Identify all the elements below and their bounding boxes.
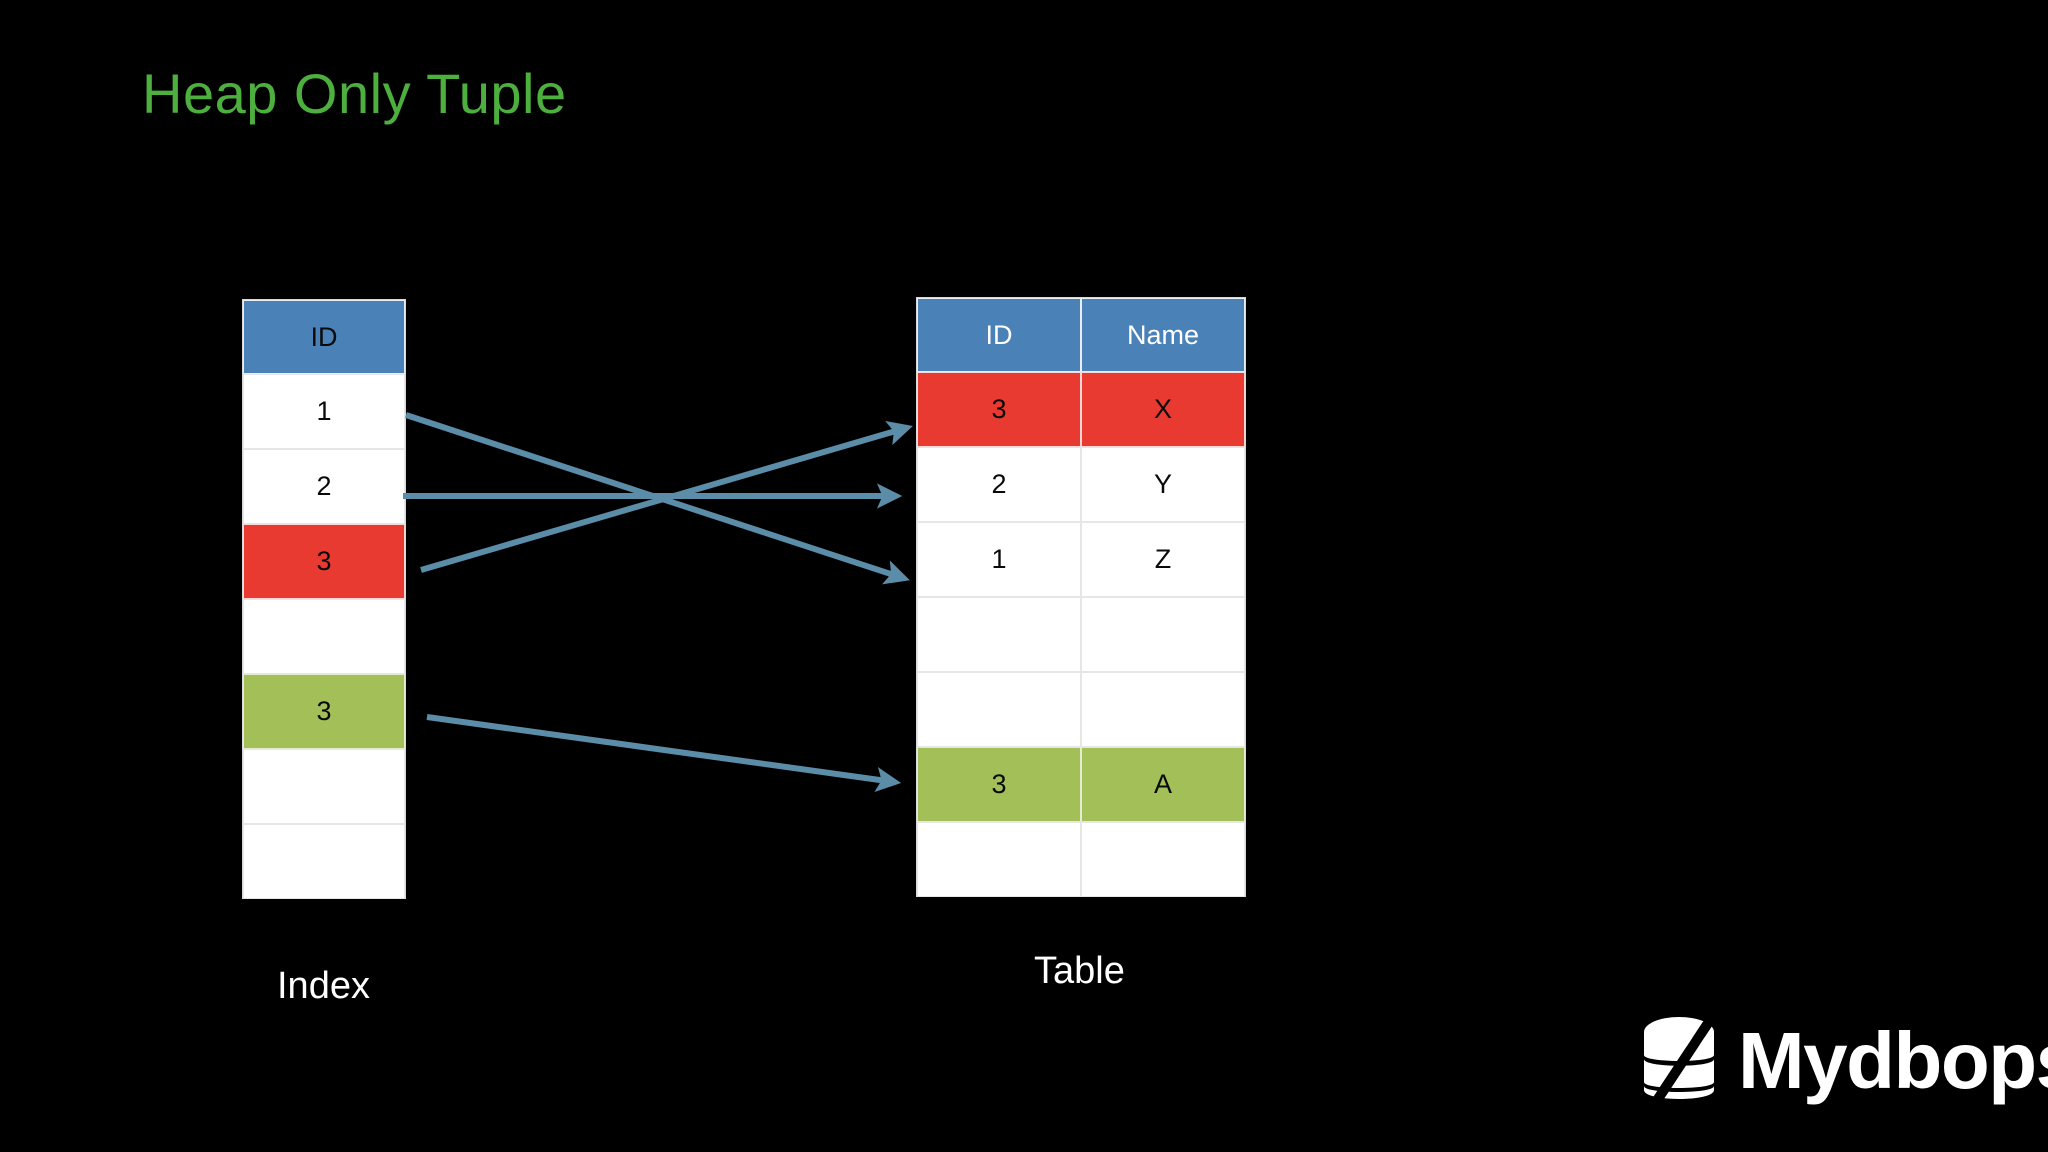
index-row[interactable]: 2 <box>243 449 405 524</box>
pointer-arrow-group <box>403 412 913 792</box>
heap-cell-name[interactable]: Y <box>1081 447 1245 522</box>
heap-cell-id[interactable] <box>917 672 1081 747</box>
heap-row[interactable]: 3 X <box>917 372 1245 447</box>
index-header-id: ID <box>243 300 405 374</box>
index-cell-id[interactable] <box>243 824 405 899</box>
index-row[interactable] <box>243 599 405 674</box>
brand-name: Mydbops <box>1738 1016 2048 1105</box>
heap-cell-id[interactable] <box>917 822 1081 897</box>
heap-row[interactable] <box>917 672 1245 747</box>
index-cell-id[interactable]: 1 <box>243 374 405 449</box>
index-header-row: ID <box>243 300 405 374</box>
heap-row[interactable] <box>917 822 1245 897</box>
heap-row[interactable]: 1 Z <box>917 522 1245 597</box>
heap-header-id: ID <box>917 298 1081 372</box>
heap-cell-name[interactable] <box>1081 597 1245 672</box>
heap-header-name: Name <box>1081 298 1245 372</box>
heap-table: ID Name 3 X 2 Y 1 Z 3 A <box>916 297 1246 897</box>
index-row[interactable]: 3 <box>243 674 405 749</box>
index-row[interactable]: 3 <box>243 524 405 599</box>
index-row[interactable] <box>243 824 405 899</box>
heap-header-row: ID Name <box>917 298 1245 372</box>
database-barrel-icon <box>1644 1017 1714 1099</box>
heap-cell-name[interactable] <box>1081 822 1245 897</box>
heap-cell-id-new[interactable]: 3 <box>917 747 1081 822</box>
heap-row[interactable] <box>917 597 1245 672</box>
index-cell-id-dead[interactable]: 3 <box>243 524 405 599</box>
index-row[interactable]: 1 <box>243 374 405 449</box>
heap-cell-name[interactable]: Z <box>1081 522 1245 597</box>
table-caption: Table <box>1034 950 1125 992</box>
index-cell-id[interactable]: 2 <box>243 449 405 524</box>
heap-cell-id[interactable]: 1 <box>917 522 1081 597</box>
heap-row[interactable]: 3 A <box>917 747 1245 822</box>
heap-cell-id[interactable]: 2 <box>917 447 1081 522</box>
heap-cell-name[interactable] <box>1081 672 1245 747</box>
heap-cell-name-new[interactable]: A <box>1081 747 1245 822</box>
index-row[interactable] <box>243 749 405 824</box>
page-title: Heap Only Tuple <box>142 62 567 125</box>
heap-cell-name-dead[interactable]: X <box>1081 372 1245 447</box>
heap-cell-id[interactable] <box>917 597 1081 672</box>
heap-cell-id-dead[interactable]: 3 <box>917 372 1081 447</box>
index-table: ID 1 2 3 3 <box>242 299 406 899</box>
index-caption: Index <box>277 965 370 1007</box>
index-cell-id[interactable] <box>243 749 405 824</box>
index-1-to-heap-z <box>405 412 910 585</box>
brand-logo: Mydbops <box>1638 1013 2048 1109</box>
index-cell-id-new[interactable]: 3 <box>243 674 405 749</box>
index-3-red-to-heap-x <box>420 420 913 573</box>
index-3-green-to-heap-a <box>426 714 902 792</box>
heap-row[interactable]: 2 Y <box>917 447 1245 522</box>
index-cell-id[interactable] <box>243 599 405 674</box>
